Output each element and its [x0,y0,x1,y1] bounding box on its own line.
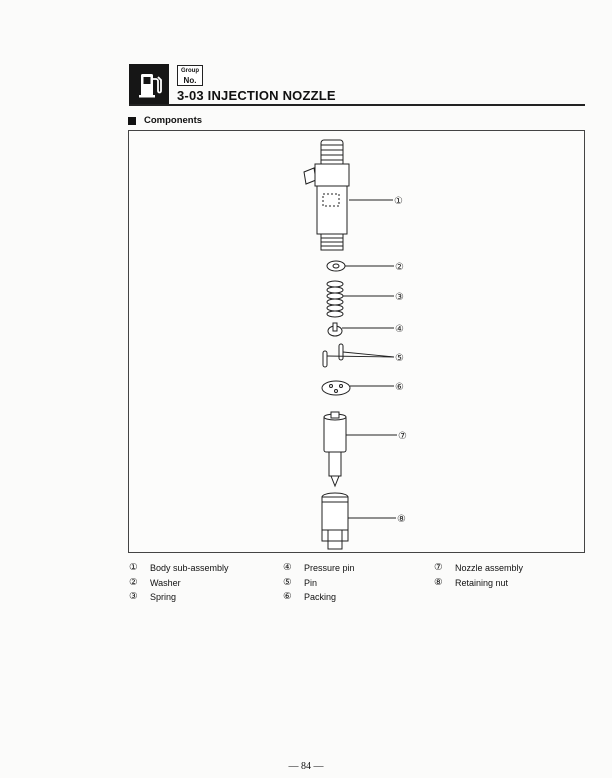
exploded-parts-diagram: ① ② ③ ④ ⑤ ⑥ ⑦ ⑧ [303,139,407,550]
fuel-pump-icon [129,64,169,104]
legend-label: Spring [150,592,177,602]
spring-drawing [326,280,344,318]
callout-7: ⑦ [398,431,407,442]
packing-drawing [321,380,351,396]
legend-number: ⑥ [283,591,292,602]
legend-label: Body sub-assembly [150,563,229,573]
legend-label: Packing [304,592,337,602]
legend-column-1: ① Body sub-assembly ② Washer ③ Spring [129,561,229,605]
legend-number: ② [129,576,138,588]
retaining-nut-drawing [321,492,349,550]
callout-8: ⑧ [397,514,406,525]
legend-number: ④ [283,562,292,573]
legend-column-3: ⑦ Nozzle assembly ⑧ Retaining nut [434,561,523,590]
pressure-pin-drawing [327,322,343,337]
callout-5: ⑤ [395,353,404,364]
legend-label: Retaining nut [455,577,509,588]
legend-item: ③ Spring [129,590,229,605]
group-no-label: No. [183,76,197,85]
callout-6: ⑥ [395,382,404,393]
legend-label: Pin [304,577,318,588]
body-sub-assembly-drawing [303,139,350,251]
legend-number: ⑧ [434,576,443,588]
page-number: — 84 — [288,761,324,772]
legend-item: ② Washer [129,576,229,591]
legend-number: ⑤ [283,576,292,588]
washer-drawing [326,260,346,272]
legend-item: ① Body sub-assembly [129,561,229,576]
nozzle-assembly-drawing [323,411,347,488]
callout-4: ④ [395,324,404,335]
legend-number: ① [129,562,138,573]
legend-item: ④ Pressure pin [283,561,355,576]
callout-1: ① [394,196,403,207]
legend-item: ⑤ Pin [283,576,355,591]
components-diagram-frame [128,130,585,553]
callout-2: ② [395,262,404,273]
legend-number: ⑦ [434,562,443,573]
legend-column-2: ④ Pressure pin ⑤ Pin ⑥ Packing [283,561,355,605]
legend-label: Pressure pin [304,563,355,573]
group-number-box: Group No. [177,65,203,86]
legend-item: ⑦ Nozzle assembly [434,561,523,576]
legend-item: ⑥ Packing [283,590,355,605]
pin-drawing [322,343,344,368]
leader-line-5 [326,351,395,358]
section-title: 3-03 INJECTION NOZZLE [177,88,336,103]
legend-label: Washer [150,577,181,588]
legend-label: Nozzle assembly [455,563,524,573]
group-label: Group [181,68,199,74]
callout-3: ③ [395,292,404,303]
heading-bullet [128,116,136,125]
components-heading-text: Components [144,115,203,126]
legend-item: ⑧ Retaining nut [434,576,523,591]
title-divider [129,104,585,106]
components-heading: Components [128,115,202,126]
legend-number: ③ [129,591,138,602]
